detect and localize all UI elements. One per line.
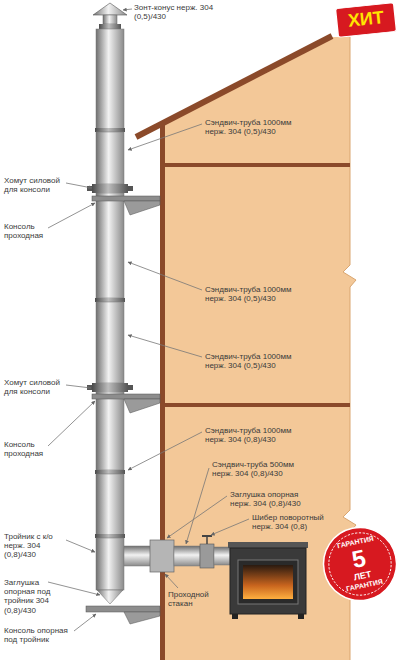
stove-glass	[243, 565, 293, 599]
pipe-joint	[95, 128, 125, 132]
part-label: Сэндвич-труба 1000мм нерж. 304 (0,5)/430	[205, 285, 300, 303]
leader-line	[211, 519, 249, 535]
pipe-joint	[95, 470, 125, 474]
wall	[160, 124, 165, 660]
sandwich-pipe-500	[174, 546, 200, 566]
cone-stem	[103, 15, 117, 24]
leader-line	[128, 432, 202, 470]
chimney	[86, 3, 160, 624]
leader-lines	[48, 9, 249, 631]
pipe	[214, 547, 230, 565]
clamp-ear	[87, 186, 92, 191]
console-brace	[124, 201, 160, 215]
leader-line	[128, 335, 202, 357]
badge-text: 5	[350, 545, 369, 574]
damper-handle	[206, 536, 208, 544]
seal-ring	[323, 527, 397, 601]
badge-text: ХИТ	[347, 8, 385, 31]
floor	[165, 403, 350, 407]
part-label: Заглушка опорная под тройник 304 (0,8)/4…	[4, 578, 66, 615]
clamp-ear	[128, 385, 133, 390]
stove	[228, 542, 308, 619]
tee	[96, 538, 124, 590]
node-content: ХИТ	[335, 2, 398, 38]
flue	[150, 536, 230, 572]
part-label: Хомут силовой для консоли	[4, 378, 74, 396]
floor	[165, 163, 350, 167]
leader-line	[123, 9, 132, 10]
power-clamp	[92, 184, 128, 193]
part-label: Зонт-конус нерж. 304 (0,5)/430	[134, 3, 229, 21]
part-label: Консоль проходная	[4, 222, 59, 240]
part-label: Заглушка опорная нерж. 304 (0,8)/430	[230, 490, 318, 508]
part-label: Сэндвич-труба 1000мм нерж. 304 (0,5)/430	[205, 118, 300, 136]
cone-cap	[93, 3, 127, 15]
sandwich-pipe	[96, 29, 124, 129]
sandwich-pipe	[96, 474, 124, 535]
leader-line	[48, 203, 95, 228]
seal-circle	[317, 521, 400, 608]
stove-body	[230, 548, 306, 614]
node-content: ГАРАНТИЯ5ЛЕТГАРАНТИЯ	[315, 519, 400, 609]
badge-rect	[335, 3, 396, 38]
leader-line	[165, 574, 178, 588]
cone-ring	[99, 24, 121, 29]
damper-handle	[202, 535, 212, 537]
part-label: Хомут силовой для консоли	[4, 176, 74, 194]
part-label: Шибер поворотный нерж. 304 (0,8)	[252, 513, 327, 531]
part-label: Тройник с к/о нерж. 304 (0,8)/430	[4, 532, 68, 560]
leader-line	[66, 183, 92, 188]
bottom-plug	[97, 590, 123, 604]
leader-line	[48, 582, 100, 595]
part-label: Проходной стакан	[168, 590, 223, 608]
leader-line	[128, 124, 202, 150]
sandwich-pipe	[96, 132, 124, 184]
part-label: Консоль проходная	[4, 440, 59, 458]
part-label: Сэндвич-труба 1000мм нерж. 304 (0,8)/430	[205, 426, 300, 444]
console-plate	[92, 394, 160, 399]
tee-branch	[124, 546, 152, 566]
tee-ring	[95, 534, 125, 538]
stove-leg	[232, 614, 238, 619]
sandwich-pipe	[96, 302, 124, 383]
support-console	[86, 606, 160, 612]
leader-line	[186, 468, 209, 544]
console-brace	[124, 612, 160, 624]
stove-door	[238, 560, 298, 604]
pipe	[96, 193, 124, 298]
part-label: Сэндвич-труба 1000мм нерж. 304 (0,5)/430	[205, 352, 300, 370]
leader-line	[66, 385, 91, 388]
hit-badge: ХИТ	[335, 2, 398, 38]
roof-beam	[136, 36, 332, 137]
damper	[200, 544, 214, 568]
leader-line	[128, 262, 202, 290]
pipe-joint	[95, 298, 125, 302]
part-label: Консоль опорная под тройник	[4, 626, 80, 644]
console-plate	[92, 196, 160, 201]
console-brace	[124, 399, 160, 413]
part-label: Сэндвич-труба 500мм нерж. 304 (0,8)/430	[212, 460, 307, 478]
stove-top	[228, 542, 308, 548]
leader-line	[48, 401, 95, 446]
pipe	[96, 392, 124, 470]
clamp-ear	[128, 186, 133, 191]
pass-through-sleeve	[150, 540, 174, 572]
power-clamp	[92, 383, 128, 392]
leader-line	[66, 540, 95, 552]
stove-leg	[298, 614, 304, 619]
leader-line	[74, 614, 96, 631]
guarantee-seal: ГАРАНТИЯ5ЛЕТГАРАНТИЯ	[315, 519, 400, 609]
